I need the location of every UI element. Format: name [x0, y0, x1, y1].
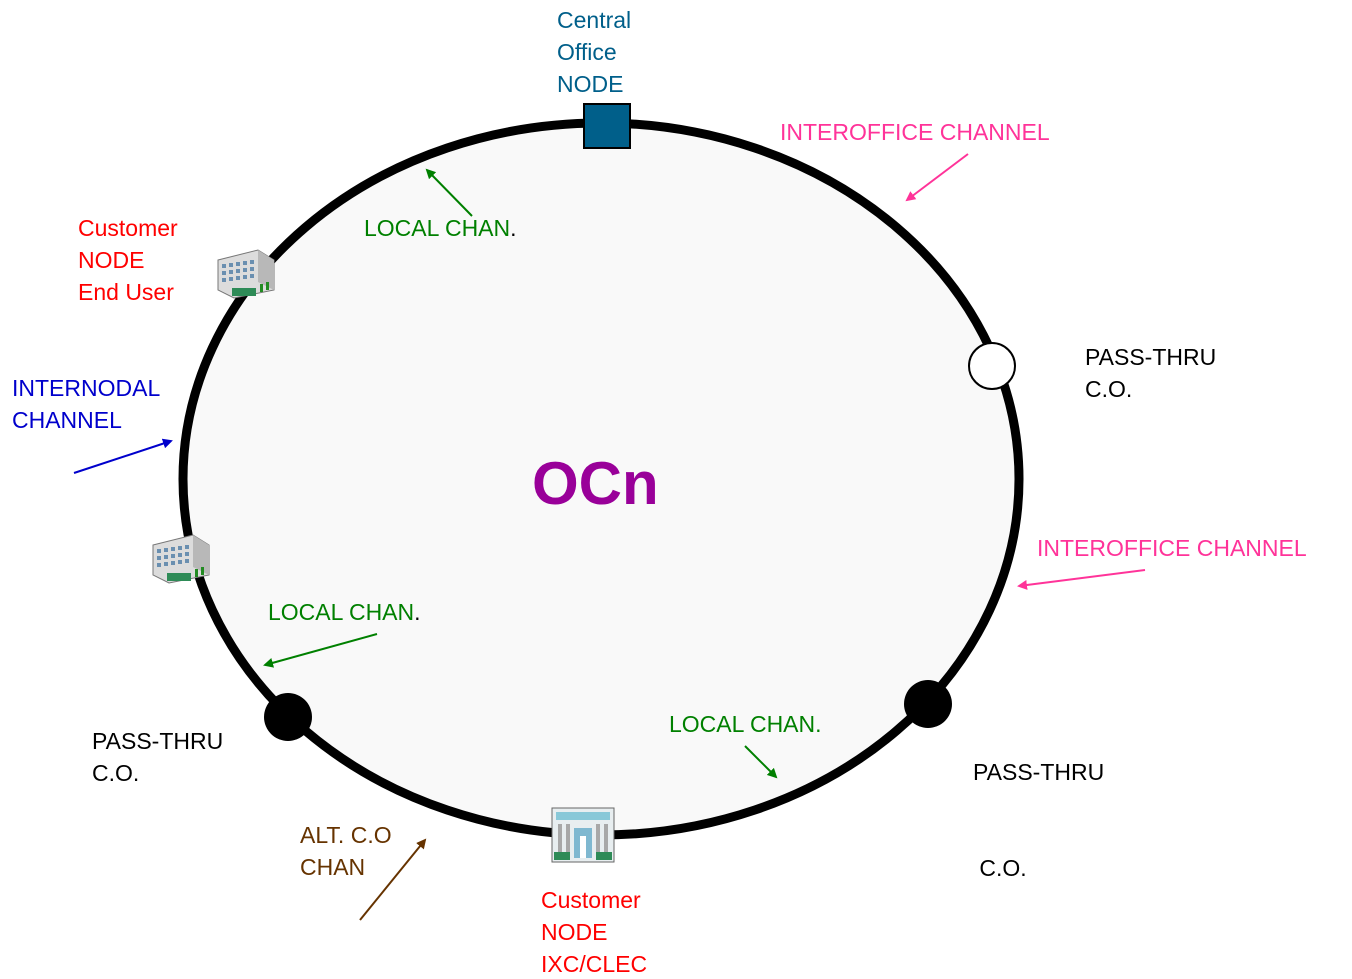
pass-thru-label-lower-left: PASS-THRU C.O. [92, 728, 224, 786]
ocn-title: OCn [532, 450, 659, 517]
interoffice-right-arrow [1017, 569, 1146, 590]
interoffice-top-arrow [905, 153, 969, 202]
ixc-building-icon [551, 807, 615, 863]
local-chan-label-top: LOCAL CHAN. [364, 215, 517, 241]
central-office-node-icon [583, 103, 631, 149]
internodal-arrow [73, 438, 173, 474]
alt-co-channel-label: ALT. C.O CHAN [300, 822, 392, 880]
interoffice-channel-label-top: INTEROFFICE CHANNEL [780, 119, 1050, 145]
internodal-channel-label: INTERNODAL CHANNEL [12, 375, 161, 433]
pass-thru-label-lower-right: PASS-THRU C.O. [973, 759, 1105, 881]
central-office-label: Central Office NODE [557, 7, 632, 97]
alt-co-arrow [359, 838, 427, 921]
pass-thru-open-node-icon [968, 342, 1016, 390]
local-chan-left-arrow [263, 633, 378, 668]
office-building-icon-lower [152, 534, 210, 584]
pass-thru-label-upper-right: PASS-THRU C.O. [1085, 344, 1217, 402]
interoffice-channel-label-right: INTEROFFICE CHANNEL [1037, 535, 1307, 561]
local-chan-bottom-arrow [744, 745, 778, 779]
pass-thru-filled-node-icon-left [264, 693, 312, 741]
local-chan-label-left: LOCAL CHAN. [268, 599, 421, 625]
customer-ixc-clec-label: Customer NODE IXC/CLEC [541, 887, 648, 977]
local-chan-label-bottom: LOCAL CHAN. [669, 711, 822, 737]
local-chan-top-arrow [425, 168, 473, 217]
customer-end-user-label: Customer NODE End User [78, 215, 178, 305]
office-building-icon-upper [217, 249, 275, 299]
pass-thru-filled-node-icon-right [904, 680, 952, 728]
